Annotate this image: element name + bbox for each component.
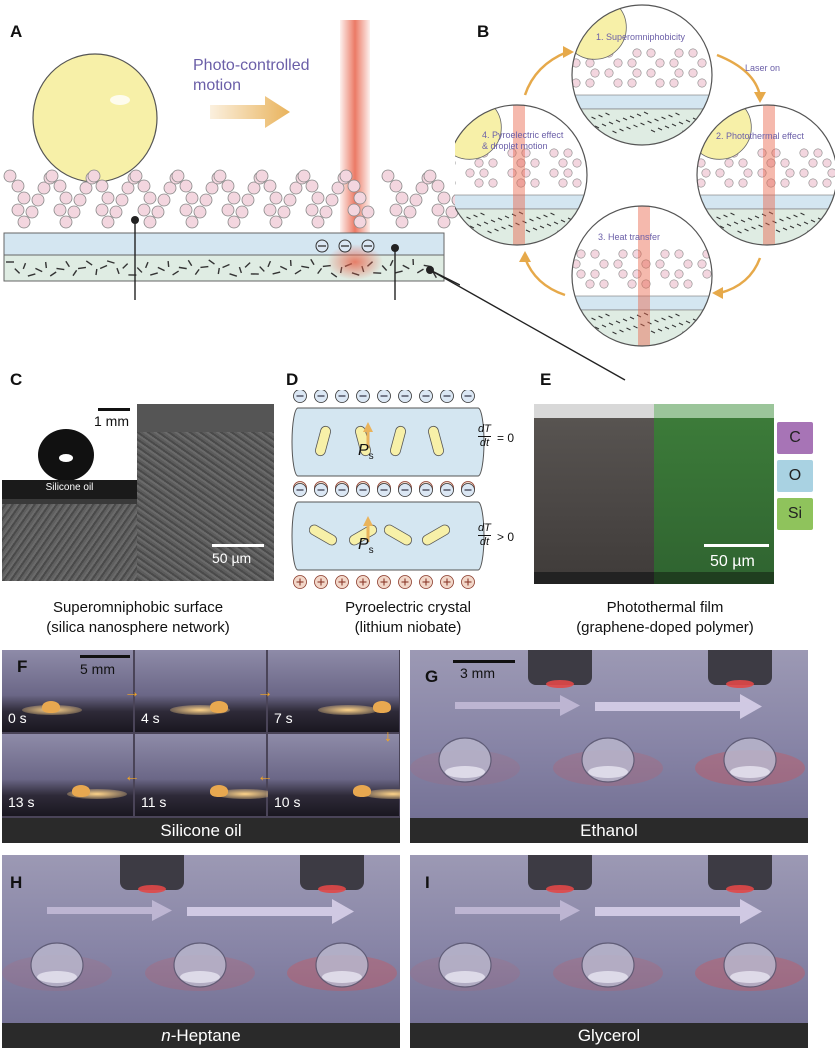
scale-f: 5 mm <box>80 661 115 677</box>
droplet-shape <box>32 53 158 183</box>
scale-g: 3 mm <box>460 665 495 681</box>
step1-text: 1. Superomniphobicity <box>596 32 686 42</box>
caption-c-line2: (silica nanosphere network) <box>46 619 230 636</box>
crystal-layer <box>3 232 445 256</box>
panel-a-label: A <box>10 22 23 41</box>
frame-f-3: 13 s <box>2 734 133 816</box>
panel-i-label: I <box>425 873 430 892</box>
ps-top: Ps <box>358 442 374 462</box>
time-label: 10 s <box>274 794 301 810</box>
caption-c-line1: Superomniphobic surface <box>52 599 224 616</box>
step4-line2: & droplet motion <box>482 141 548 151</box>
time-label: 4 s <box>141 710 160 726</box>
direction-arrow-icon: → <box>257 684 273 701</box>
panel-e-label: E <box>540 370 552 389</box>
eq-bot-num: dT <box>478 522 491 534</box>
liquid-h: n-Heptane <box>2 1023 400 1048</box>
scale-c: 50 µm <box>212 550 252 566</box>
frame-f-1: 4 s <box>135 650 266 732</box>
motion-text: Photo-controlled motion <box>193 56 310 96</box>
photo-f: 0 s 4 s 7 s 13 s 11 s 10 s → → ↓ ← ← Silicone oil <box>2 650 400 843</box>
caption-d: Pyroelectric crystal (lithium niobate) <box>283 598 533 638</box>
callout-line-e <box>430 270 626 381</box>
motion-arrow <box>210 96 290 128</box>
time-label: 0 s <box>8 710 27 726</box>
panel-f-label: F <box>17 657 28 676</box>
motion-text-line2: motion <box>193 77 242 94</box>
liquid-g: Ethanol <box>410 818 808 843</box>
sem-image-c: Silicone oil 1 mm 50 µm <box>2 404 274 581</box>
eq-bottom-value: > 0 <box>497 530 515 544</box>
eq-bot-den: dt <box>478 535 491 548</box>
inset-label: Silicone oil <box>45 482 94 493</box>
scale-e: 50 µm <box>710 553 755 570</box>
panel-b-cycle <box>455 4 835 347</box>
panel-h-label: H <box>10 873 23 892</box>
photo-g: Ethanol <box>410 650 808 843</box>
pyro-diagram <box>291 390 485 589</box>
direction-arrow-icon: → <box>124 684 140 701</box>
eq-bottom: dT dt <box>478 522 491 549</box>
direction-arrow-icon: ← <box>257 768 273 785</box>
panel-d-label: D <box>286 370 299 389</box>
eq-top: dT dt <box>478 423 491 450</box>
step4-line1: 4. Pyroelectric effect <box>482 130 564 140</box>
direction-arrow-icon: ← <box>124 768 140 785</box>
caption-d-line2: (lithium niobate) <box>354 619 462 636</box>
step3-text: 3. Heat transfer <box>598 232 661 242</box>
liquid-h-prefix: n <box>161 1026 171 1045</box>
liquid-i: Glycerol <box>410 1023 808 1048</box>
time-label: 13 s <box>8 794 35 810</box>
caption-e-line1: Photothermal film <box>606 599 724 616</box>
eq-top-num: dT <box>478 423 491 435</box>
ps-top-sub: s <box>368 451 374 463</box>
direction-arrow-icon: ↓ <box>384 728 392 745</box>
element-c-tag: C <box>777 422 813 454</box>
eq-top-value: = 0 <box>497 431 515 445</box>
caption-d-line1: Pyroelectric crystal <box>345 599 471 616</box>
ps-bot-letter: P <box>358 536 369 553</box>
panel-c-label: C <box>10 370 23 389</box>
caption-e: Photothermal film (graphene-doped polyme… <box>545 598 785 638</box>
step4-text: 4. Pyroelectric effect & droplet motion <box>482 130 563 152</box>
inset-scale: 1 mm <box>94 413 129 429</box>
eds-image-e: 50 µm <box>534 404 774 584</box>
caption-e-line2: (graphene-doped polymer) <box>576 619 754 636</box>
panel-a-diagram <box>3 20 460 300</box>
ps-top-letter: P <box>358 442 369 459</box>
photo-i: Glycerol <box>410 855 808 1048</box>
liquid-f: Silicone oil <box>2 818 400 843</box>
inset-c: Silicone oil 1 mm <box>2 404 137 499</box>
motion-text-line1: Photo-controlled <box>193 57 310 74</box>
frame-f-2: 7 s <box>268 650 399 732</box>
element-si-tag: Si <box>777 498 813 530</box>
ps-bot-sub: s <box>368 545 374 557</box>
caption-c: Superomniphobic surface (silica nanosphe… <box>2 598 274 638</box>
element-o-tag: O <box>777 460 813 492</box>
frame-f-4: 11 s <box>135 734 275 816</box>
ps-bottom: Ps <box>358 536 374 556</box>
laser-on-text: Laser on <box>745 63 781 73</box>
frame-f-0: 0 s <box>2 650 133 732</box>
panel-g-label: G <box>425 667 439 686</box>
frame-f-5: 10 s <box>268 734 400 816</box>
step2-text: 2. Photothermal effect <box>716 131 804 141</box>
liquid-h-rest: -Heptane <box>170 1026 241 1045</box>
panel-b-label: B <box>477 22 490 41</box>
eq-top-den: dt <box>478 436 491 449</box>
time-label: 7 s <box>274 710 293 726</box>
photo-h: n-Heptane <box>2 855 400 1048</box>
time-label: 11 s <box>141 794 167 810</box>
